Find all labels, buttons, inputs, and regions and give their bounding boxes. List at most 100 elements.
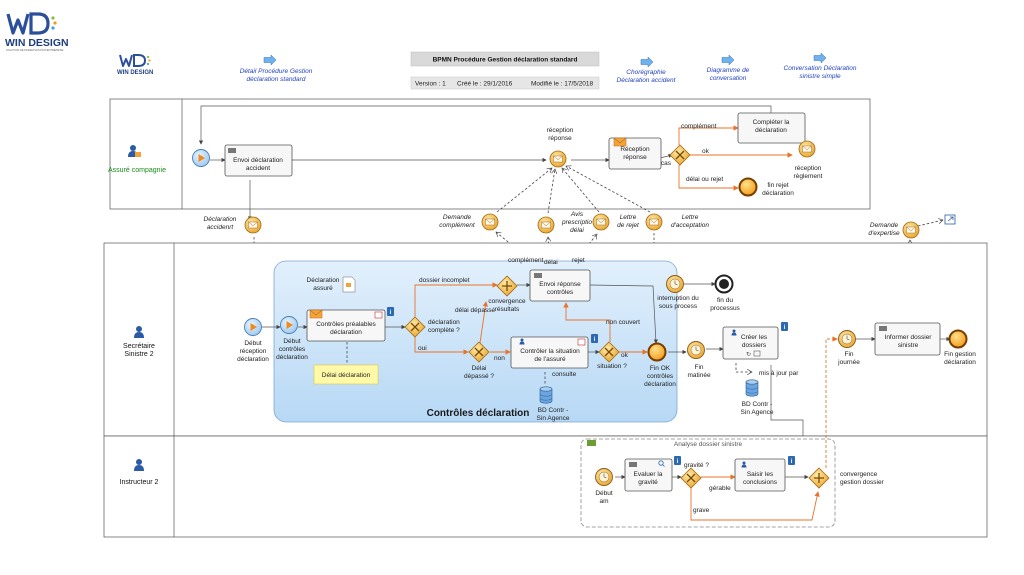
- link-detail-procedure[interactable]: Détail Procédure Gestion déclaration sta…: [240, 54, 313, 83]
- task-reception-reponse[interactable]: Réception réponse: [608, 137, 662, 170]
- svg-text:réponse: réponse: [548, 135, 572, 142]
- gateway-cas: cas: [661, 144, 691, 167]
- gateway-declaration-complete: déclaration complète ?: [404, 316, 460, 338]
- small-logo: WIN DESIGN: [117, 54, 153, 76]
- task-controles-prealables[interactable]: Contrôles préalables déclaration: [306, 309, 386, 342]
- svg-text:matinée: matinée: [687, 372, 711, 379]
- link-diagramme-conversation[interactable]: Diagramme de conversation: [707, 54, 750, 82]
- svg-text:contrôles: contrôles: [547, 289, 574, 296]
- svg-text:dossiers: dossiers: [742, 342, 767, 349]
- svg-text:situation ?: situation ?: [597, 363, 627, 370]
- link-conversation-line1: Conversation Déclaration: [784, 65, 857, 72]
- svg-text:conclusions: conclusions: [743, 479, 778, 486]
- svg-text:Fin OK: Fin OK: [650, 365, 671, 372]
- task-envoi-declaration[interactable]: Envoi déclaration accident: [224, 144, 293, 177]
- task-saisir-conclusions[interactable]: Saisir les conclusions: [734, 458, 786, 492]
- flow-label-non: non: [494, 355, 505, 362]
- info-icon[interactable]: i: [788, 456, 795, 465]
- svg-text:déclaration: déclaration: [330, 329, 362, 336]
- message-lettre-rejet: Lettre de rejet: [592, 213, 640, 231]
- msg-label-delai: délai: [544, 259, 558, 266]
- timer-fin-journee: Fin journée: [837, 330, 860, 366]
- svg-text:Demande: Demande: [443, 214, 472, 221]
- svg-text:Début: Début: [595, 490, 613, 497]
- info-icon[interactable]: i: [387, 307, 394, 316]
- assoc-label-maj: mis à jour par: [759, 370, 799, 377]
- link-diagramme-line2: conversation: [710, 75, 747, 82]
- svg-text:complément: complément: [439, 222, 476, 229]
- svg-text:déclaration: déclaration: [428, 319, 460, 326]
- assoc-label-consulte: consulte: [552, 371, 577, 378]
- svg-text:d'acceptation: d'acceptation: [671, 222, 709, 229]
- svg-text:résultats: résultats: [495, 306, 520, 313]
- svg-text:délai: délai: [570, 227, 584, 234]
- svg-text:Contrôler la situation: Contrôler la situation: [520, 348, 580, 355]
- svg-text:↻: ↻: [746, 351, 751, 358]
- flow-label-ok-situation: ok: [621, 352, 629, 359]
- svg-text:Contrôles préalables: Contrôles préalables: [316, 321, 376, 328]
- message-lettre-acceptation: Lettre d'acceptation: [645, 213, 709, 231]
- task-informer-dossier[interactable]: Informer dossier sinistre: [874, 322, 941, 356]
- interruption-sous-process: interruption du sous process: [657, 275, 699, 310]
- end-fin-gestion-declaration: Fin gestion déclaration: [944, 329, 976, 366]
- svg-text:Délai déclaration: Délai déclaration: [322, 372, 371, 379]
- svg-text:am: am: [599, 498, 608, 505]
- pool-instructeur: Instructeur 2: [103, 435, 988, 538]
- task-controler-situation[interactable]: Contrôler la situation de l'assuré: [510, 336, 589, 369]
- link-conversation-sinistre[interactable]: Conversation Déclaration sinistre simple: [784, 52, 857, 80]
- lane-label-assure: Assuré compagnie: [108, 167, 166, 174]
- svg-text:déclaration: déclaration: [644, 381, 676, 388]
- message-avis-prescription: Avis prescriptio délai: [537, 211, 592, 234]
- svg-text:i: i: [784, 325, 786, 331]
- svg-text:fin du: fin du: [717, 297, 733, 304]
- end-rejet-declaration: fin rejet déclaration: [738, 177, 794, 197]
- start-debut-controles: Début contrôles déclaration: [276, 316, 308, 361]
- start-debut-am: Début am: [595, 468, 613, 505]
- svg-text:Déclaration: Déclaration: [204, 216, 237, 223]
- link-conversation-line2: sinistre simple: [799, 73, 841, 80]
- link-detail-line2: déclaration standard: [247, 76, 306, 83]
- svg-text:complète ?: complète ?: [428, 327, 460, 334]
- gateway-gravite: gravité ?: [680, 462, 709, 489]
- flow-label-delai-depasse: délai dépassé: [455, 307, 495, 314]
- svg-text:prescriptio: prescriptio: [561, 219, 592, 226]
- reception-reponse-event: réception réponse: [547, 127, 574, 168]
- task-envoi-reponse-controles[interactable]: Envoi réponse contrôles: [529, 269, 591, 302]
- svg-text:règlement: règlement: [794, 173, 823, 180]
- delai-declaration-note: Délai déclaration: [313, 364, 379, 385]
- svg-text:sous process: sous process: [659, 303, 698, 310]
- external-link-icon[interactable]: [944, 214, 956, 225]
- svg-text:Avis: Avis: [570, 211, 584, 218]
- svg-text:Lettre: Lettre: [620, 214, 637, 221]
- svg-text:réception: réception: [240, 348, 267, 355]
- svg-text:gravité: gravité: [638, 479, 658, 486]
- end-reception-reglement: réception règlement: [794, 140, 823, 180]
- task-completer-declaration[interactable]: Compléter la déclaration: [737, 112, 806, 144]
- svg-text:de rejet: de rejet: [617, 222, 640, 229]
- info-icon[interactable]: i: [591, 334, 598, 343]
- svg-text:cas: cas: [661, 160, 672, 167]
- info-icon[interactable]: i: [674, 456, 681, 465]
- start-event-assure: [192, 149, 210, 167]
- task-creer-dossiers[interactable]: Créer les dossiers ↻: [722, 326, 779, 360]
- task-evaluer-gravite[interactable]: Evaluer la gravité: [624, 458, 673, 492]
- svg-text:Début: Début: [283, 338, 301, 345]
- gateway-delai-depasse: Délai dépassé ?: [464, 341, 494, 380]
- link-diagramme-line1: Diagramme de: [707, 67, 750, 74]
- search-icon[interactable]: [658, 460, 665, 467]
- link-choregraphie[interactable]: Chorégraphie Déclaration accident: [617, 56, 677, 84]
- svg-text:réception: réception: [795, 165, 822, 172]
- info-icon[interactable]: i: [781, 322, 788, 331]
- modified-text: Modifié le : 17/5/2018: [531, 81, 594, 88]
- gateway-situation: situation ?: [597, 341, 627, 370]
- svg-text:interruption du: interruption du: [657, 295, 699, 302]
- svg-text:Fin: Fin: [844, 351, 853, 358]
- start-debut-reception: Début réception déclaration: [237, 318, 269, 363]
- svg-text:i: i: [390, 310, 392, 316]
- svg-text:Fin: Fin: [694, 364, 703, 371]
- message-declaration-accident: Déclaration accidenrt: [204, 216, 262, 234]
- subprocess-title: Contrôles déclaration: [427, 408, 530, 419]
- flow-label-dossier-incomplet: dossier incomplet: [419, 277, 470, 284]
- message-demande-expertise: Demande d'expertise: [868, 221, 920, 239]
